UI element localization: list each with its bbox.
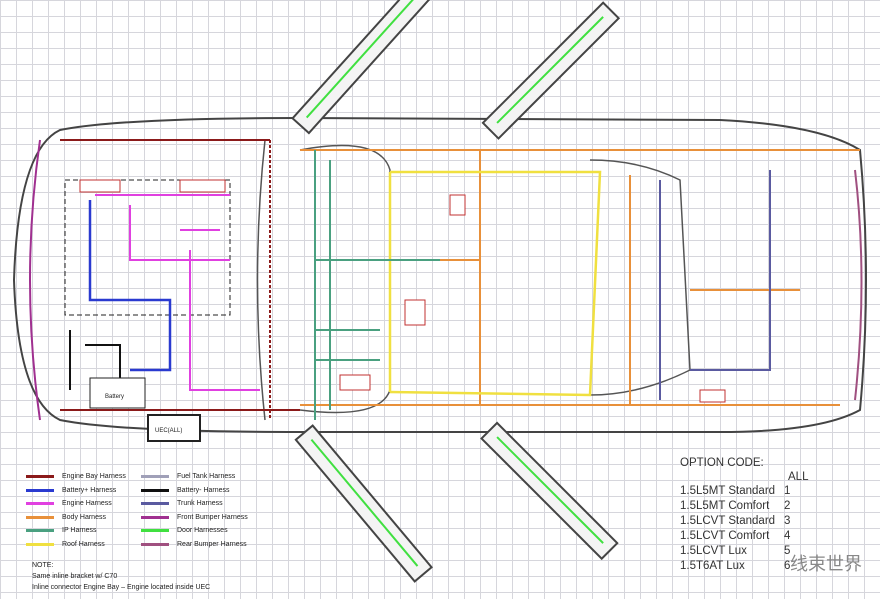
legend-swatch [141,488,169,492]
option-row: 1.5L5MT Standard 1 [680,485,808,500]
legend-label: Engine Bay Harness [62,473,126,480]
notes: NOTE: Same inline bracket w/ C70 Inline … [32,560,210,593]
option-row: 1.5L5MT Comfort 2 [680,500,808,515]
legend-swatch [26,515,54,519]
watermark: 线束世界 [790,554,862,574]
legend-swatch [26,475,54,478]
option-name: 1.5LCVT Standard [680,515,776,527]
legend-label: Rear Bumper Harness [177,540,247,548]
option-code: 2 [784,500,791,512]
connectors [79,179,726,403]
option-name: 1.5T6AT Lux [680,560,745,572]
roof-harness [388,170,602,397]
legend-label: Battery+ Harness [62,486,117,494]
uec-label: UEC(ALL) [155,428,182,434]
option-code-column: ALL [788,471,809,483]
option-name: 1.5LCVT Lux [680,545,747,557]
legend-swatch [26,542,54,546]
option-code-title: OPTION CODE: [680,457,764,469]
car-body-outline [12,116,867,433]
option-name: 1.5LCVT Comfort [680,530,770,542]
legend-swatch [141,542,169,546]
legend-item: Rear Bumper Harness [141,541,247,548]
option-code: 1 [784,485,791,497]
front-bumper-harness [29,139,41,421]
legend-item: Door Harnesses [141,527,228,534]
legend-label: Engine Harness [62,500,112,507]
option-row: 1.5LCVT Comfort 4 [680,530,808,545]
option-code: 6 [784,560,791,572]
option-row: 1.5LCVT Lux 5 [680,545,808,560]
engine-bay-harness [60,139,300,420]
legend-item: Battery+ Harness [26,487,116,494]
legend-swatch [141,515,169,519]
rear-bumper-harness [854,169,863,401]
front-right-door [294,424,433,583]
option-code: 3 [784,515,791,527]
rear-left-door [481,1,621,140]
legend-item: Trunk Harness [141,500,223,507]
legend-swatch [141,529,169,532]
engine-bay-box [64,179,231,316]
legend-swatch [141,502,169,505]
trunk-harness [659,170,771,400]
battery-plus-harness [88,200,172,372]
engine-harness [95,194,260,391]
option-code: 4 [784,530,791,542]
legend-label: Roof Harness [62,540,105,548]
option-name: 1.5L5MT Standard [680,485,776,497]
note-line: Inline connector Engine Bay – Engine loc… [32,584,211,591]
legend-item: Body Harness [26,514,106,521]
front-left-door [291,0,438,135]
rear-right-door [480,421,619,561]
battery-label: Battery [105,394,124,400]
legend-label: Trunk Harness [177,500,223,507]
uec-component [147,414,201,442]
legend-swatch [26,488,54,492]
option-name: 1.5L5MT Comfort [680,500,770,512]
legend-item: Engine Harness [26,500,112,507]
body-harness [300,149,860,406]
note-line: Same inline bracket w/ C70 [32,573,118,580]
legend-label: IP Harness [62,527,97,534]
rear-window-outline [589,159,691,396]
option-row: 1.5T6AT Lux 6 [680,560,808,575]
legend-label: Front Bumper Harness [177,513,248,521]
battery-minus-harness [69,330,121,390]
legend-swatch [26,529,54,532]
legend-label: Battery- Harness [177,486,230,494]
legend-item: Engine Bay Harness [26,473,126,480]
legend-item: Roof Harness [26,541,105,548]
legend-item: Front Bumper Harness [141,514,248,521]
option-row: 1.5LCVT Standard 3 [680,515,808,530]
notes-title: NOTE: [32,562,54,569]
battery-component [89,377,146,409]
option-code: 5 [784,545,791,557]
legend-swatch [141,475,169,478]
legend-item: Fuel Tank Harness [141,473,235,480]
legend-item: Battery- Harness [141,487,230,494]
legend-swatch [26,502,54,505]
hood-line [256,139,266,421]
legend-item: IP Harness [26,527,97,534]
windshield-outline [299,144,391,414]
ip-harness [314,150,440,420]
legend-label: Door Harnesses [177,527,228,534]
legend-label: Body Harness [62,513,106,521]
legend-label: Fuel Tank Harness [177,473,236,480]
